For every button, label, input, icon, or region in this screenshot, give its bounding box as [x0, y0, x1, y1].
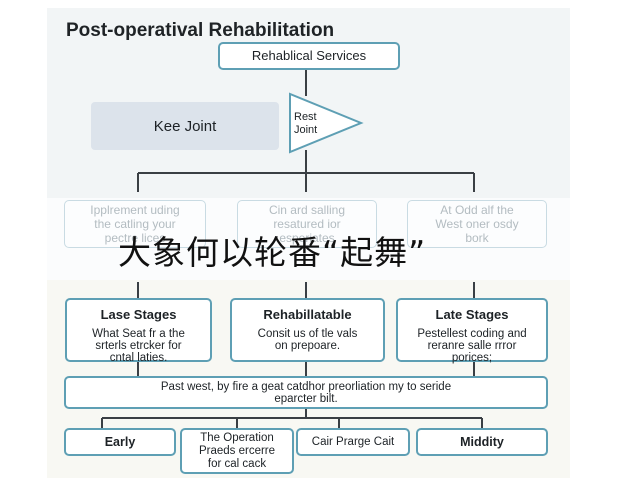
faded-left-line3: pectre lices	[104, 231, 166, 245]
rest-joint-triangle	[289, 92, 364, 154]
rest-joint-line2: Joint	[294, 124, 318, 136]
bottom-node-middity: Middity	[416, 428, 548, 456]
stage-late-line1: Pestellest coding and	[417, 328, 527, 340]
knee-joint-label: Kee Joint	[153, 117, 217, 135]
rest-joint-line1: Rest	[294, 111, 317, 123]
bottom-node-operation: The Operation Praeds ercerre for cal cac…	[180, 428, 294, 474]
faded-center-line3: esperiates	[279, 231, 335, 245]
faded-left-line1: Ipplrement uding	[90, 203, 180, 217]
rehab-services-node: Rehablical Services	[218, 42, 400, 70]
stage-rehab-heading: Rehabillatable	[263, 307, 352, 322]
stage-rehab-line2: on prepoare.	[274, 340, 341, 352]
faded-center-line2: resatured ior	[273, 217, 341, 231]
stage-box-late: Late Stages Pestellest coding and reranr…	[396, 298, 548, 364]
operation-line1: The Operation	[200, 431, 274, 444]
faded-box-center: Cin ard salling resatured ior esperiates	[237, 200, 377, 248]
faded-box-right: At Odd alf the West oner osdy bork	[407, 200, 547, 248]
cair-label: Cair Prarge Cait	[311, 436, 395, 448]
bottom-node-early: Early	[64, 428, 176, 456]
overlay-caption: 大象何以轮番“起舞”	[118, 233, 427, 272]
faded-right-line3: bork	[465, 231, 489, 245]
bottom-node-cair: Cair Prarge Cait	[296, 428, 410, 456]
stage-box-lase: Lase Stages What Seat fr a the srterls e…	[65, 298, 212, 364]
faded-box-left: Ipplrement uding the catling your pectre…	[64, 200, 206, 248]
stage-box-rehab: Rehabillatable Consit us of tle vals on …	[230, 298, 385, 362]
wide-summary-line2: eparcter bilt.	[274, 392, 338, 405]
wide-summary-box: Past west, by fire a geat catdhor preorl…	[64, 376, 548, 409]
diagram-title: Post-operatival Rehabilitation	[66, 20, 335, 41]
stage-lase-line1: What Seat fr a the	[92, 328, 185, 340]
stage-late-line3: porices;	[451, 352, 493, 364]
operation-line3: for cal cack	[207, 457, 267, 470]
stage-rehab-line1: Consit us of tle vals	[257, 328, 358, 340]
faded-center-line1: Cin ard salling	[268, 203, 346, 217]
stage-late-line2: reranre salle rrror	[427, 340, 517, 352]
middity-label: Middity	[460, 435, 504, 449]
stage-late-heading: Late Stages	[435, 307, 509, 322]
rehab-services-label: Rehablical Services	[251, 48, 367, 63]
stage-lase-heading: Lase Stages	[100, 307, 177, 322]
faded-right-line2: West oner osdy	[435, 217, 519, 231]
faded-right-line1: At Odd alf the	[440, 203, 514, 217]
rest-joint-label: Rest Joint	[294, 111, 317, 137]
early-label: Early	[104, 435, 136, 449]
operation-line2: Praeds ercerre	[198, 444, 276, 457]
stage-lase-line3: cntal laties.	[109, 352, 168, 364]
stage-lase-line2: srterls etrcker for	[95, 340, 182, 352]
wide-summary-line1: Past west, by fire a geat catdhor preorl…	[160, 380, 452, 393]
faded-left-line2: the catling your	[94, 217, 176, 231]
knee-joint-box: Kee Joint	[91, 102, 279, 150]
